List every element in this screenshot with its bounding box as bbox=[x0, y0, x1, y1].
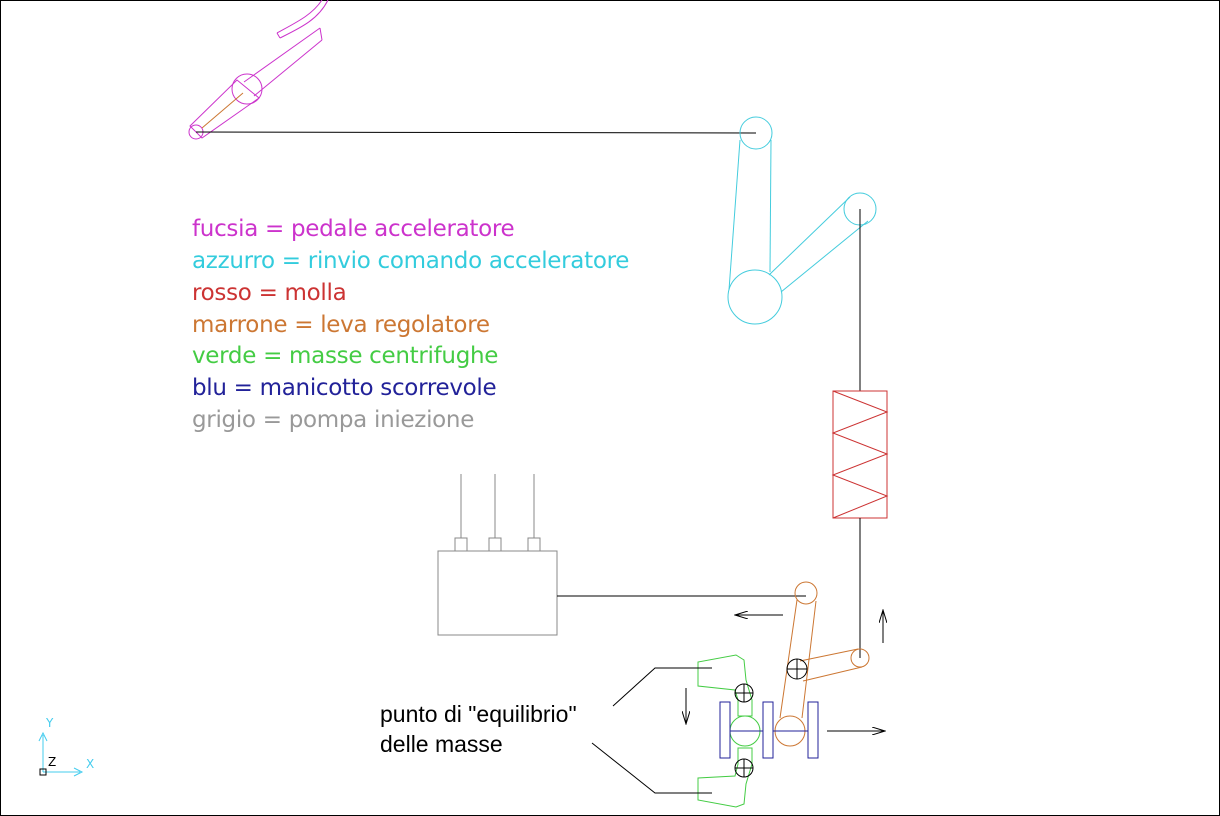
pedal-lever-brown bbox=[201, 92, 244, 129]
annotation-line-2: delle masse bbox=[380, 731, 503, 757]
legend-item-green: verde = masse centrifughe bbox=[192, 343, 498, 369]
injection-pump bbox=[437, 474, 558, 636]
legend-item-cyan: azzurro = rinvio comando acceleratore bbox=[192, 248, 629, 274]
ucs-z-label: Z bbox=[48, 755, 56, 769]
sliding-sleeve bbox=[719, 701, 819, 759]
annotation-leaders bbox=[591, 667, 712, 794]
lever-pivot-icon bbox=[786, 658, 808, 680]
governor-lever bbox=[774, 581, 870, 747]
accelerator-relay bbox=[727, 116, 877, 325]
annotation-line-1: punto di "equilibrio" bbox=[380, 701, 577, 727]
spring bbox=[831, 390, 889, 519]
ucs-x-label: X bbox=[86, 757, 94, 771]
legend-item-fuchsia: fucsia = pedale acceleratore bbox=[192, 216, 514, 242]
direction-arrows bbox=[686, 610, 885, 731]
pedal-link-rod bbox=[195, 131, 757, 134]
legend-item-grey: grigio = pompa iniezione bbox=[192, 407, 474, 433]
mass-pivot-icons bbox=[734, 683, 754, 778]
legend-item-blue: blu = manicotto scorrevole bbox=[192, 375, 496, 401]
legend: fucsia = pedale acceleratore azzurro = r… bbox=[192, 216, 629, 433]
ucs-icon bbox=[38, 731, 84, 777]
legend-item-brown: marrone = leva regolatore bbox=[192, 312, 490, 338]
accelerator-pedal bbox=[188, 0, 329, 140]
legend-item-red: rosso = molla bbox=[192, 280, 346, 306]
ucs-y-label: Y bbox=[45, 716, 54, 730]
